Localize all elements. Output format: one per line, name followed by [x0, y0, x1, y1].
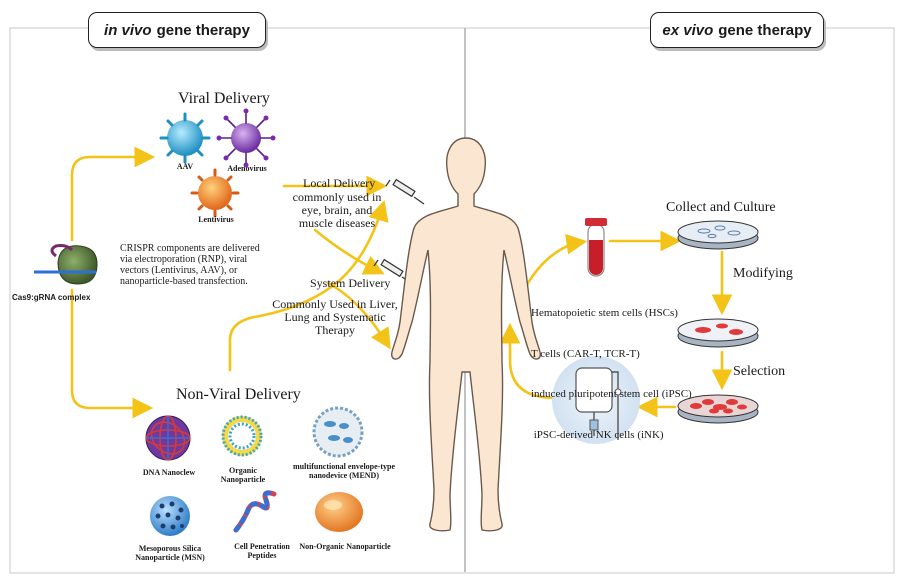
syringe-system-icon [373, 258, 413, 285]
iv-bag-icon [552, 356, 640, 444]
cell-penetration-peptides-icon [233, 490, 277, 533]
arrow-bag-to-body [499, 322, 557, 400]
petri-dish-collect [677, 220, 759, 250]
aav-icon [159, 112, 211, 164]
modifying-label: Modifying [733, 266, 793, 281]
cell-type-tcells: T cells (CAR-T, TCR-T) [531, 347, 640, 360]
aav-label: AAV [176, 162, 194, 171]
msn-icon [150, 496, 190, 536]
adenovirus-label: Adenovirus [227, 164, 267, 173]
system-delivery-description: Commonly Used in Liver, Lung and Systema… [272, 297, 398, 337]
cas9-complex-icon [34, 244, 98, 285]
arrow-local-to-system [313, 228, 385, 275]
non-organic-nanoparticle-icon [315, 492, 363, 532]
adenovirus-icon [216, 108, 276, 168]
mend-label: multifunctional envelope-type nanodevice… [293, 462, 395, 480]
dna-nanoclew-icon [145, 415, 191, 461]
blood-tube-icon [585, 218, 607, 277]
invivo-title-italic: in vivo [104, 21, 152, 39]
collect-culture-label: Collect and Culture [666, 200, 776, 215]
arrow-to-nonviral [70, 288, 154, 419]
invivo-title-box: in vivo gene therapy [88, 12, 266, 48]
cell-type-hsc: Hematopoietic stem cells (HSCs) [531, 307, 678, 319]
arrow-to-viral [70, 146, 156, 242]
arrow-system-to-body [326, 281, 391, 350]
dna-nanoclew-label: DNA Nanoclew [142, 468, 196, 477]
non-viral-delivery-heading: Non-Viral Delivery [176, 386, 301, 403]
local-delivery-description: commonly used in eye, brain, and muscle … [292, 190, 382, 230]
lentivirus-label: Lentivirus [198, 215, 234, 224]
cell-type-ipsc: induced pluripotent stem cell (iPSC) [531, 388, 692, 400]
local-delivery-label: Local Delivery [303, 176, 376, 190]
cas9-complex-label: Cas9:gRNA complex [12, 293, 91, 302]
system-delivery-label: System Delivery [310, 276, 391, 290]
crispr-description: CRISPR components are delivered via elec… [120, 243, 260, 287]
petri-dish-selected [677, 394, 759, 424]
cpp-label: Cell Penetration Peptides [234, 542, 290, 560]
msn-label: Mesoporous Silica Nanoparticle (MSN) [135, 544, 205, 562]
viral-delivery-heading: Viral Delivery [178, 90, 270, 107]
invivo-title-rest: gene therapy [156, 21, 250, 39]
exvivo-title-rest: gene therapy [718, 21, 812, 39]
syringe-local-icon [385, 178, 425, 205]
lentivirus-icon [190, 168, 240, 218]
mend-icon [312, 406, 364, 458]
exvivo-title-italic: ex vivo [662, 21, 714, 39]
organic-nanoparticle-label: Organic Nanoparticle [220, 466, 266, 484]
human-body-figure [390, 137, 542, 532]
cell-types-list: Hematopoietic stem cells (HSCs) T cells … [531, 280, 692, 456]
exvivo-title-box: ex vivo gene therapy [650, 12, 824, 48]
cell-type-ink: iPSC-derived NK cells (iNK) [531, 428, 664, 441]
non-organic-nanoparticle-label: Non-Organic Nanoparticle [299, 542, 391, 551]
arrow-system-up [228, 200, 389, 372]
selection-label: Selection [733, 364, 786, 379]
organic-nanoparticle-icon [221, 415, 263, 457]
petri-dish-modified [677, 318, 759, 348]
